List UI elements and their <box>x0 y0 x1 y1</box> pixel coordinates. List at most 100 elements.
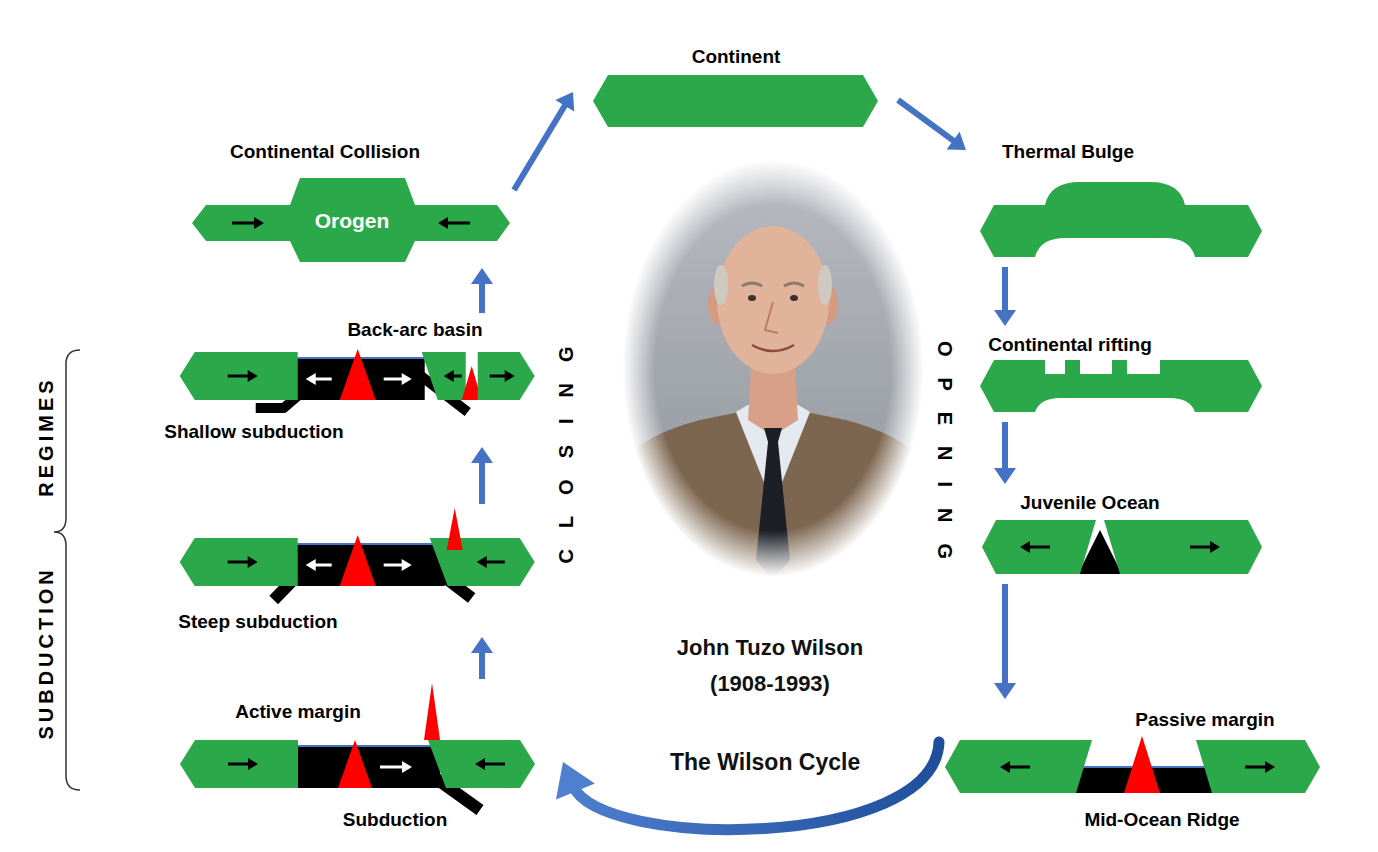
continent-plate <box>593 75 878 127</box>
stage-label: Active margin <box>235 701 361 723</box>
motion-arrow <box>228 370 258 382</box>
spreading-arrow <box>384 373 412 385</box>
stage-label: Shallow subduction <box>164 421 343 443</box>
portrait-caption: John Tuzo Wilson (1908-1993) <box>645 630 895 702</box>
arrow-head <box>994 468 1016 484</box>
motion-arrow <box>232 217 264 229</box>
cycle-arrow <box>556 742 939 830</box>
motion-arrow <box>490 370 515 382</box>
flow-arrow <box>898 100 966 150</box>
rifted-plate <box>980 360 1262 412</box>
plate <box>478 352 535 400</box>
plate <box>1196 740 1320 793</box>
stage-node: Active marginSubduction <box>180 683 535 831</box>
plate <box>180 352 298 400</box>
arrow-shaft <box>479 461 485 504</box>
stage-label: Juvenile Ocean <box>1020 492 1159 514</box>
cycle-shaft <box>573 742 939 830</box>
motion-arrow <box>228 758 258 770</box>
motion-arrow <box>477 556 505 568</box>
ridge-volcano <box>338 740 372 788</box>
flow-arrow <box>994 422 1016 484</box>
spreading-arrow <box>306 559 332 571</box>
arrow-shaft <box>1002 422 1008 470</box>
flow-arrow <box>994 584 1016 699</box>
arrow-shaft <box>479 651 485 679</box>
motion-arrow <box>475 758 505 770</box>
arrow-head <box>556 762 595 800</box>
bulged-plate <box>980 182 1262 257</box>
arrow-head <box>471 447 493 463</box>
stage-label: Continent <box>692 46 781 68</box>
stage-node: Steep subduction <box>178 508 535 633</box>
orogen-plate <box>192 178 510 262</box>
arrow-shaft <box>514 104 566 190</box>
arrow-head <box>471 637 493 653</box>
motion-arrow <box>228 556 258 568</box>
spreading-arrow <box>380 761 412 773</box>
phase-label: CLOSING <box>553 325 577 584</box>
flow-arrow <box>514 92 574 190</box>
arc-volcano <box>424 683 440 740</box>
stage-node: Continent <box>593 46 878 127</box>
stage-label: Thermal Bulge <box>1002 141 1134 163</box>
arrow-head <box>555 92 574 111</box>
spreading-arrow <box>384 559 412 571</box>
arrow-shaft <box>898 100 955 142</box>
stage-label: Continental Collision <box>230 141 420 163</box>
sea-level <box>295 745 440 747</box>
arrow-head <box>994 310 1016 326</box>
motion-arrow <box>1190 541 1220 553</box>
arc-volcano <box>447 508 463 550</box>
motion-arrow <box>444 370 462 382</box>
ridge-volcano <box>1124 736 1160 793</box>
arrow-head <box>471 268 493 284</box>
stage-label: Passive margin <box>1135 709 1274 731</box>
arrow-shaft <box>1002 584 1008 685</box>
portrait-background <box>620 156 930 581</box>
arrow-head <box>947 132 966 150</box>
phase-label: OPENING <box>933 320 957 580</box>
stage-node: Thermal Bulge <box>980 141 1262 257</box>
arrow-shaft <box>1002 267 1008 312</box>
flow-arrow <box>471 637 493 679</box>
spreading-arrow <box>306 373 332 385</box>
flow-arrow <box>994 267 1016 326</box>
portrait-vignette <box>622 159 924 577</box>
plate <box>1104 520 1262 574</box>
motion-arrow <box>438 217 470 229</box>
plate <box>428 740 535 788</box>
plate <box>430 538 535 586</box>
group-label: SUBDUCTION REGIMES <box>33 376 57 743</box>
plate <box>982 520 1096 574</box>
plate <box>180 538 298 586</box>
stage-node: Passive marginMid-Ocean Ridge <box>945 709 1320 831</box>
stage-label: Steep subduction <box>178 611 337 633</box>
stage-node: Juvenile Ocean <box>982 492 1262 574</box>
bracket <box>54 350 80 790</box>
arrow-head <box>994 683 1016 699</box>
flow-arrow <box>471 268 493 313</box>
orogen-label: Orogen <box>315 209 390 233</box>
plate <box>422 352 466 400</box>
stage-node: Continental CollisionOrogen <box>192 141 510 262</box>
arrow-shaft <box>479 282 485 313</box>
ridge-volcano <box>340 349 376 400</box>
motion-arrow <box>1020 541 1050 553</box>
plate <box>180 740 298 788</box>
stage-node: Continental rifting <box>980 334 1262 412</box>
stage-node: Back-arc basinShallow subduction <box>164 319 535 443</box>
ridge-volcano <box>340 535 376 586</box>
stage-label: Back-arc basin <box>347 319 482 341</box>
portrait <box>600 156 946 581</box>
stage-label: Continental rifting <box>988 334 1152 356</box>
plate <box>945 740 1092 793</box>
stage-label: Mid-Ocean Ridge <box>1084 809 1239 831</box>
motion-arrow <box>1000 761 1030 773</box>
motion-arrow <box>1245 761 1275 773</box>
cycle-label: The Wilson Cycle <box>670 749 860 775</box>
stage-label: Subduction <box>343 809 447 831</box>
flow-arrow <box>471 447 493 504</box>
sea-level <box>292 543 445 545</box>
